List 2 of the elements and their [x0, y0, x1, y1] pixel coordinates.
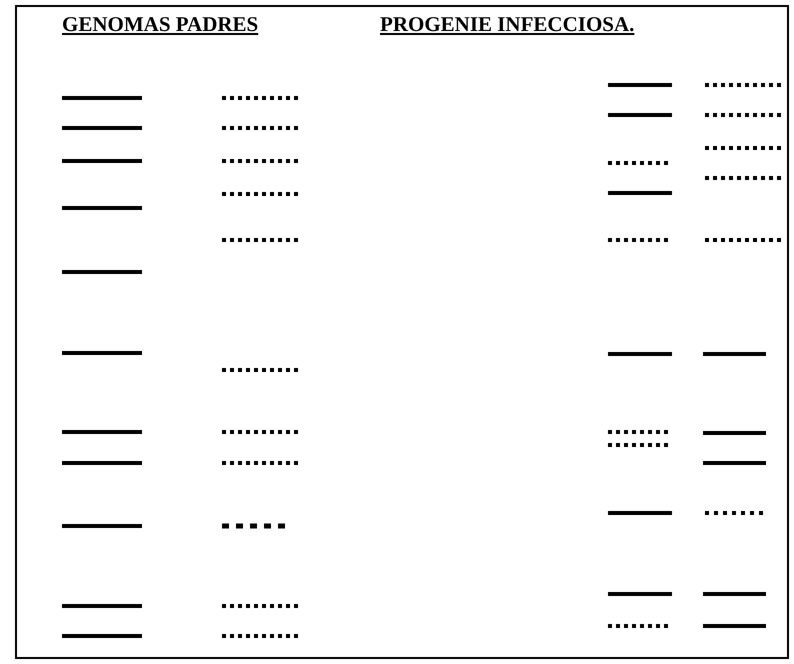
column-heading: PROGENIE INFECCIOSA.: [380, 12, 634, 37]
column-heading: GENOMAS PADRES: [62, 12, 258, 37]
